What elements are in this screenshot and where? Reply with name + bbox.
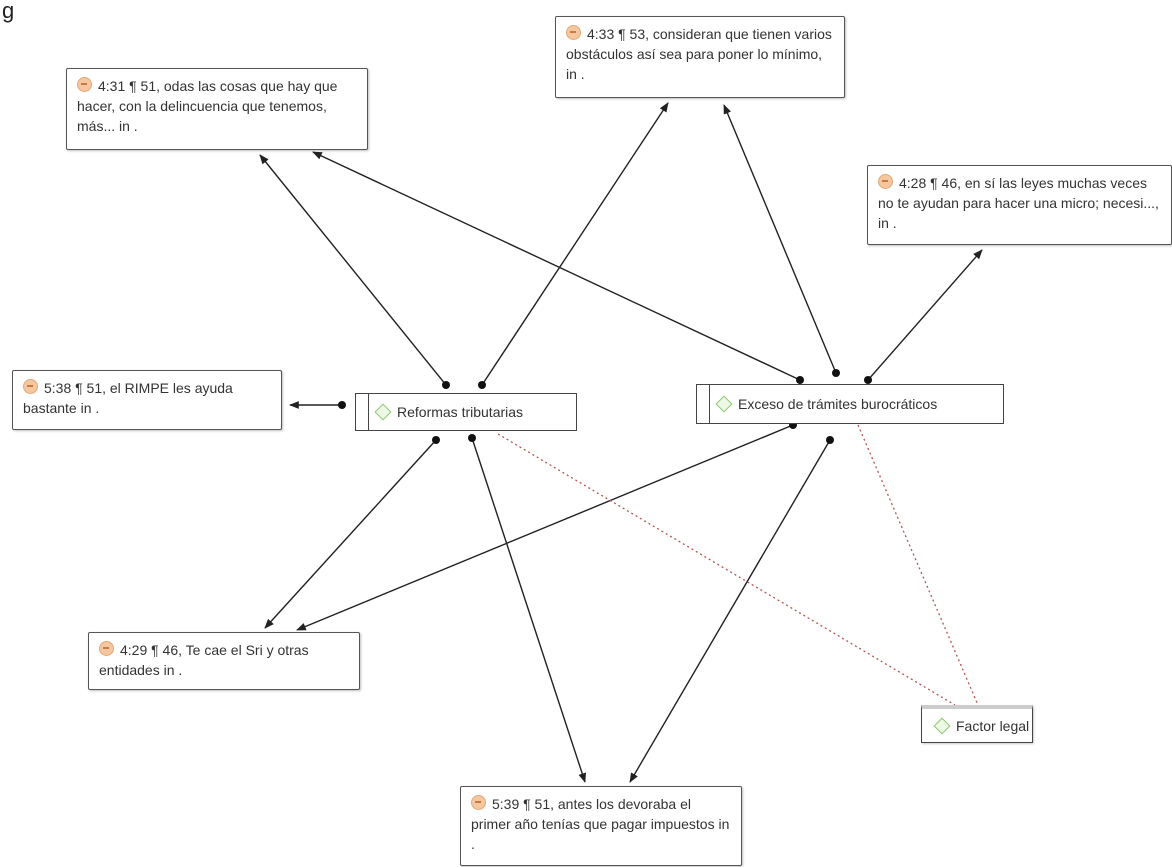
quote-text: 5:38 ¶ 51, el RIMPE les ayuda bastante i… — [23, 380, 233, 416]
link-exceso-to-q433 — [723, 104, 837, 374]
code-node-reformas-tributarias[interactable]: Reformas tributarias — [355, 393, 577, 431]
link-exceso-to-q539 — [629, 439, 831, 783]
link-dot — [832, 369, 840, 377]
quote-node-4-33[interactable]: 4:33 ¶ 53, consideran que tienen varios … — [555, 16, 845, 98]
dashed-link-reformas-factor — [497, 433, 956, 706]
link-dot — [826, 436, 834, 444]
quotation-icon — [471, 795, 486, 810]
code-diamond-icon — [933, 717, 951, 734]
quotation-icon — [99, 641, 114, 656]
code-label: Factor legal — [956, 717, 1030, 734]
link-dot — [864, 376, 872, 384]
code-node-exceso-tramites[interactable]: Exceso de trámites burocráticos — [696, 384, 1004, 424]
quote-text: 4:33 ¶ 53, consideran que tienen varios … — [566, 26, 832, 82]
quote-text: 4:29 ¶ 46, Te cae el Sri y otras entidad… — [99, 642, 309, 678]
link-dot — [468, 434, 476, 442]
dashed-link-exceso-factor — [857, 424, 979, 706]
link-exceso-to-q429 — [296, 424, 794, 631]
quote-node-4-29[interactable]: 4:29 ¶ 46, Te cae el Sri y otras entidad… — [88, 632, 360, 690]
quotation-icon — [23, 379, 38, 394]
quote-node-4-31[interactable]: 4:31 ¶ 51, odas las cosas que hay que ha… — [66, 68, 368, 150]
quotation-icon — [77, 77, 92, 92]
code-node-handle — [697, 385, 710, 423]
quote-node-5-38[interactable]: 5:38 ¶ 51, el RIMPE les ayuda bastante i… — [12, 370, 282, 430]
link-dot — [796, 376, 804, 384]
link-dot — [478, 381, 486, 389]
quotation-icon — [878, 174, 893, 189]
link-exceso-to-q428 — [867, 249, 983, 381]
code-label: Reformas tributarias — [397, 404, 524, 420]
link-dot — [338, 401, 346, 409]
code-node-handle — [356, 394, 369, 430]
quote-node-5-39[interactable]: 5:39 ¶ 51, antes los devoraba el primer … — [460, 786, 742, 866]
code-diamond-icon — [374, 403, 392, 421]
link-reformas-to-q433 — [481, 102, 669, 386]
link-reformas-to-q539 — [471, 437, 586, 783]
link-dot — [432, 436, 440, 444]
code-label: Exceso de trámites burocráticos — [738, 396, 938, 412]
quote-text: 5:39 ¶ 51, antes los devoraba el primer … — [471, 796, 730, 852]
quotation-icon — [566, 25, 581, 40]
link-dot — [442, 381, 450, 389]
link-reformas-to-q431 — [259, 154, 447, 386]
code-node-factor-legal[interactable]: Factor legal — [921, 705, 1033, 743]
code-diamond-icon — [715, 395, 733, 413]
quote-node-4-28[interactable]: 4:28 ¶ 46, en sí las leyes muchas veces … — [867, 165, 1172, 245]
link-reformas-to-q429 — [264, 439, 437, 629]
quote-text: 4:31 ¶ 51, odas las cosas que hay que ha… — [77, 78, 338, 134]
link-exceso-to-q431 — [312, 151, 801, 381]
quote-text: 4:28 ¶ 46, en sí las leyes muchas veces … — [878, 175, 1159, 231]
cropped-heading-fragment: g — [2, 0, 15, 23]
